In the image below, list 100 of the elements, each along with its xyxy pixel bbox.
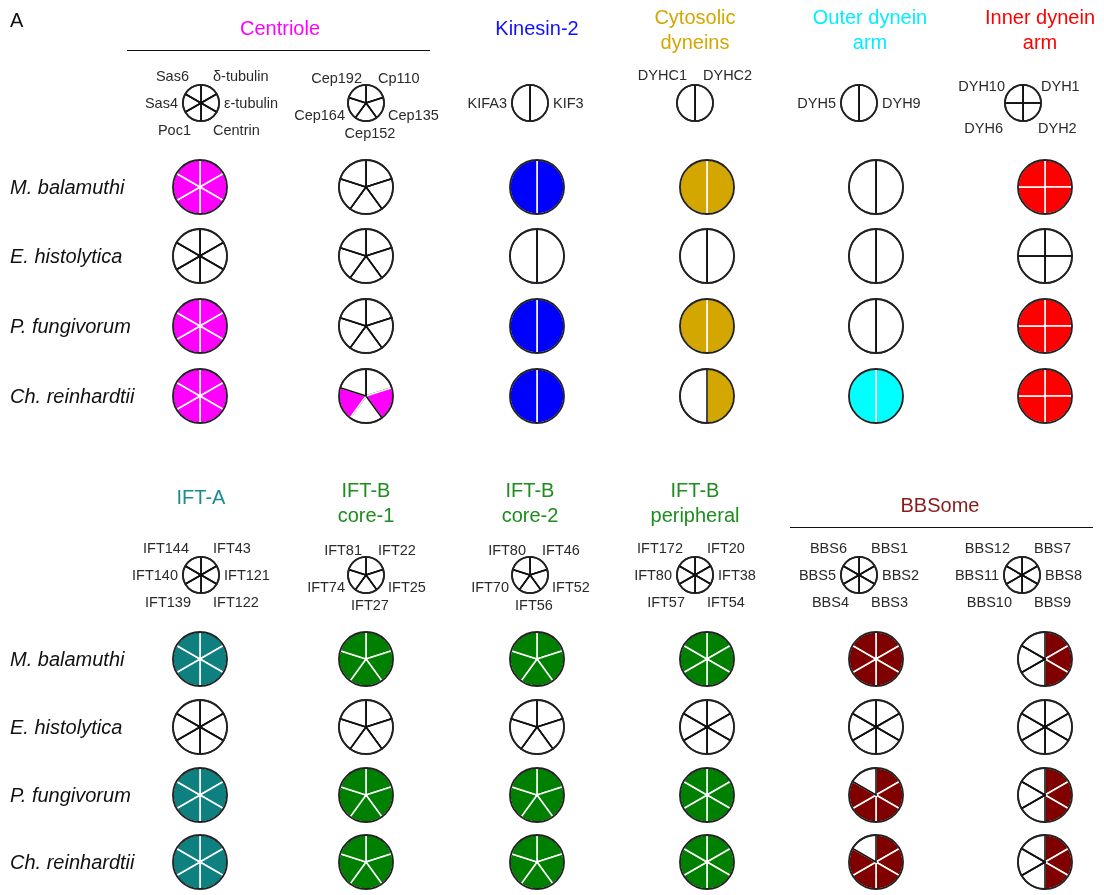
presence-pie-icon xyxy=(848,159,904,215)
presence-pie-icon xyxy=(509,631,565,687)
subunit-label: IFT80 xyxy=(488,541,526,559)
subunit-label: Cp110 xyxy=(378,69,420,87)
presence-pie-icon xyxy=(848,228,904,284)
subunit-label: IFT56 xyxy=(515,596,553,614)
subunit-label: DYH1 xyxy=(1041,77,1080,95)
subunit-label: DYH6 xyxy=(964,119,1003,137)
subunit-label: DYH2 xyxy=(1038,119,1077,137)
subunit-label: DYH9 xyxy=(882,94,921,112)
presence-pie-icon xyxy=(679,228,735,284)
subunit-label: IFT172 xyxy=(637,539,683,557)
key-circle-icon xyxy=(676,556,714,594)
subunit-label: DYH10 xyxy=(958,77,1005,95)
subunit-label: IFT74 xyxy=(307,578,345,596)
presence-pie-icon xyxy=(679,298,735,354)
subunit-label: BBS9 xyxy=(1034,593,1072,611)
group-heading: Outer dynein arm xyxy=(811,5,929,55)
subunit-label: IFT80 xyxy=(634,566,672,584)
presence-pie-icon xyxy=(509,699,565,755)
subunit-label: IFT144 xyxy=(143,539,189,557)
subunit-label: BBS2 xyxy=(882,566,920,584)
presence-pie-icon xyxy=(172,834,228,890)
subunit-label: IFT20 xyxy=(707,539,745,557)
subunit-label: Centrin xyxy=(213,121,260,139)
subunit-label: BBS1 xyxy=(871,539,909,557)
presence-pie-icon xyxy=(338,159,394,215)
subunit-label: BBS7 xyxy=(1034,539,1072,557)
group-heading: IFT-B core-1 xyxy=(336,478,396,528)
subunit-label: DYH5 xyxy=(797,94,836,112)
subunit-label: IFT25 xyxy=(388,578,426,596)
presence-pie-icon xyxy=(509,767,565,823)
subunit-label: Cep135 xyxy=(388,106,439,124)
key-circle-icon xyxy=(1003,556,1041,594)
species-name: Ch. reinhardtii xyxy=(10,850,135,874)
presence-pie-icon xyxy=(338,228,394,284)
presence-pie-icon xyxy=(1017,298,1073,354)
panel-letter: A xyxy=(10,8,24,32)
subunit-label: BBS6 xyxy=(809,539,847,557)
subunit-label: BBS3 xyxy=(871,593,909,611)
group-heading: IFT-B core-2 xyxy=(500,478,560,528)
group-heading: Cytosolic dyneins xyxy=(653,5,737,55)
group-heading: Kinesin-2 xyxy=(494,16,580,41)
presence-pie-icon xyxy=(848,834,904,890)
subunit-label: Cep192 xyxy=(311,69,362,87)
group-heading: IFT-B peripheral xyxy=(649,478,741,528)
subunit-label: Sas6 xyxy=(155,67,189,85)
group-heading: BBSome xyxy=(899,493,981,518)
presence-pie-icon xyxy=(338,298,394,354)
subunit-label: IFT27 xyxy=(351,596,389,614)
subunit-label: IFT81 xyxy=(324,541,362,559)
key-circle-icon xyxy=(840,84,878,122)
key-circle-icon xyxy=(347,556,385,594)
presence-pie-icon xyxy=(172,228,228,284)
subunit-label: ε-tubulin xyxy=(224,94,279,112)
subunit-label: BBS8 xyxy=(1045,566,1083,584)
subunit-label: IFT139 xyxy=(145,593,191,611)
subunit-label: BBS5 xyxy=(798,566,836,584)
presence-pie-icon xyxy=(1017,159,1073,215)
subunit-label: IFT57 xyxy=(647,593,685,611)
presence-pie-icon xyxy=(1017,631,1073,687)
presence-pie-icon xyxy=(509,834,565,890)
subunit-label: IFT54 xyxy=(707,593,745,611)
group-heading: Centriole xyxy=(238,16,321,41)
subunit-label: IFT121 xyxy=(224,566,270,584)
presence-pie-icon xyxy=(509,159,565,215)
key-circle-icon xyxy=(511,84,549,122)
presence-pie-icon xyxy=(848,298,904,354)
species-name: M. balamuthi xyxy=(10,647,125,671)
subunit-label: IFT122 xyxy=(213,593,259,611)
subunit-label: IFT38 xyxy=(718,566,756,584)
presence-pie-icon xyxy=(172,699,228,755)
group-heading: Inner dynein arm xyxy=(983,5,1097,55)
subunit-label: IFT22 xyxy=(378,541,416,559)
presence-pie-icon xyxy=(338,631,394,687)
presence-pie-icon xyxy=(679,834,735,890)
species-name: Ch. reinhardtii xyxy=(10,384,135,408)
presence-pie-icon xyxy=(679,767,735,823)
presence-pie-icon xyxy=(679,368,735,424)
presence-pie-icon xyxy=(172,159,228,215)
subunit-label: IFT46 xyxy=(542,541,580,559)
species-name: M. balamuthi xyxy=(10,175,125,199)
group-heading: IFT-A xyxy=(175,485,227,510)
presence-pie-icon xyxy=(1017,368,1073,424)
key-circle-icon xyxy=(1004,84,1042,122)
subunit-label: IFT43 xyxy=(213,539,251,557)
subunit-label: KIF3 xyxy=(553,94,584,112)
key-circle-icon xyxy=(840,556,878,594)
presence-pie-icon xyxy=(172,298,228,354)
subunit-label: δ-tubulin xyxy=(213,67,269,85)
presence-pie-icon xyxy=(338,699,394,755)
subunit-label: BBS4 xyxy=(811,593,849,611)
subunit-label: IFT140 xyxy=(132,566,178,584)
presence-pie-icon xyxy=(848,699,904,755)
presence-pie-icon xyxy=(509,298,565,354)
species-name: P. fungivorum xyxy=(10,783,131,807)
presence-pie-icon xyxy=(848,767,904,823)
presence-pie-icon xyxy=(679,631,735,687)
presence-pie-icon xyxy=(679,159,735,215)
key-circle-icon xyxy=(676,84,714,122)
